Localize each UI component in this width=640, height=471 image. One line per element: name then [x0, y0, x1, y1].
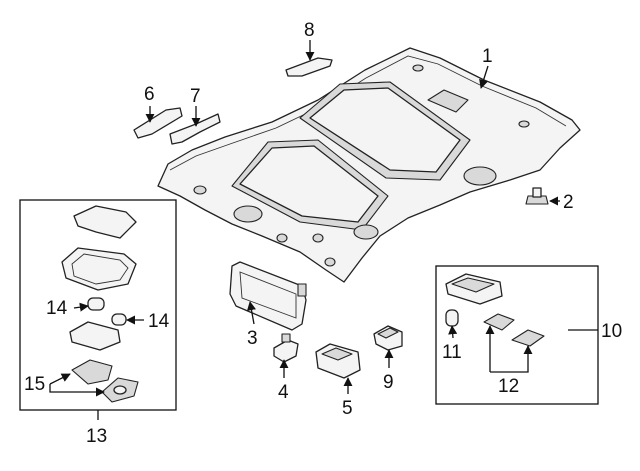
- callout-11: 11: [442, 342, 462, 363]
- headliner-part[interactable]: [157, 47, 581, 283]
- bracket-part-8[interactable]: [285, 57, 333, 77]
- map-lamp-part[interactable]: [315, 343, 361, 379]
- leader-lines: [49, 40, 598, 420]
- callout-8: 8: [304, 20, 315, 41]
- cover-part-15a[interactable]: [71, 359, 113, 385]
- lens-part-12a[interactable]: [483, 313, 515, 331]
- sun-visor-part[interactable]: [229, 261, 307, 331]
- callout-4: 4: [278, 382, 289, 403]
- console-lens-part[interactable]: [69, 321, 121, 351]
- callout-2: 2: [563, 192, 574, 213]
- callout-10: 10: [601, 321, 622, 342]
- console-bracket-part[interactable]: [73, 205, 137, 239]
- callout-14a: 14: [46, 298, 68, 319]
- dome-lamp-part-10[interactable]: [445, 273, 503, 305]
- cover-part-15b[interactable]: [101, 377, 139, 403]
- callout-15: 15: [24, 374, 45, 395]
- bulb-part-11[interactable]: [445, 309, 459, 327]
- callout-13: 13: [86, 426, 107, 447]
- bracket-part-6[interactable]: [133, 107, 183, 139]
- callout-6: 6: [144, 84, 155, 105]
- visor-clip-part[interactable]: [273, 333, 299, 363]
- callout-9: 9: [383, 372, 394, 393]
- callout-3: 3: [247, 328, 258, 349]
- lens-part-12b[interactable]: [511, 329, 545, 347]
- callout-12: 12: [498, 376, 519, 397]
- bulb-part-14b[interactable]: [111, 313, 127, 326]
- clip-part[interactable]: [525, 187, 549, 205]
- overhead-console-part-13[interactable]: [61, 247, 137, 291]
- lamp-part-9[interactable]: [373, 325, 403, 351]
- bulb-part-14a[interactable]: [87, 297, 105, 311]
- assembly-10-box: [435, 265, 599, 405]
- callout-5: 5: [342, 398, 353, 419]
- callout-7: 7: [190, 86, 201, 107]
- callout-1: 1: [482, 46, 493, 67]
- callout-14b: 14: [148, 311, 170, 332]
- callout-numbers: 1 2 3 4 5 6 7 8 9 10 11 12 13 14 14 15: [24, 20, 622, 447]
